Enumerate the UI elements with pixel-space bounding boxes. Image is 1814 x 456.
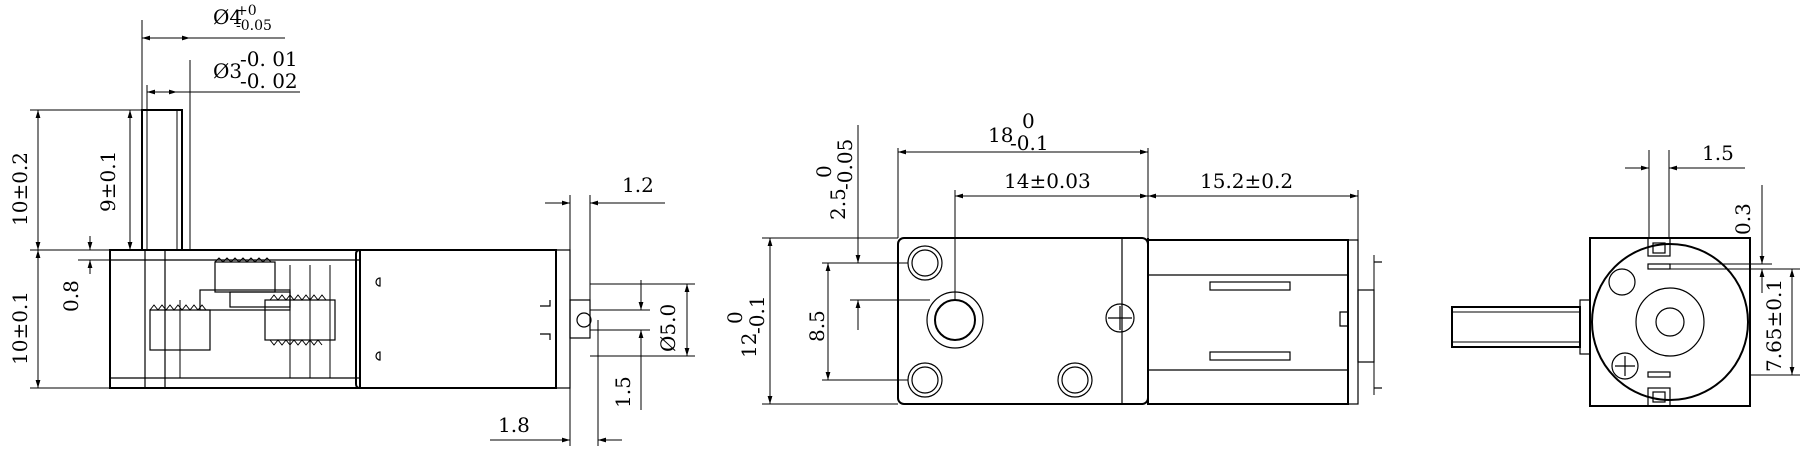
- end-body: [1589, 237, 1751, 407]
- height-lower: -0.1: [745, 295, 769, 334]
- shaft-height: 7.65±0.1: [1762, 279, 1786, 372]
- shaft-outer-dia-base: Ø4: [213, 5, 242, 29]
- motor-length: 15.2±0.2: [1200, 169, 1293, 193]
- output-shaft: [141, 109, 183, 251]
- flange-thickness: 0.8: [59, 280, 83, 312]
- hole-offset-base: 2.5: [826, 188, 850, 220]
- lower-height: 10±0.1: [8, 291, 32, 365]
- slot-depth: 0.3: [1731, 203, 1755, 235]
- screw: [1105, 303, 1135, 333]
- rear-length: 1.8: [498, 413, 530, 437]
- terminal-width: 1.5: [611, 376, 635, 408]
- terminal-dia: Ø5.0: [656, 304, 680, 352]
- top-slot: [1647, 237, 1671, 257]
- hole-offset-lower: -0.05: [833, 139, 857, 190]
- shaft-inner-dia-lower: -0. 02: [240, 69, 298, 93]
- gearbox-body: [109, 249, 361, 389]
- shaft-inner-dia-base: Ø3: [213, 59, 242, 83]
- mounting-hole-top: [907, 245, 943, 281]
- shaft-length: 9±0.1: [96, 151, 120, 212]
- width-base: 18: [988, 123, 1013, 147]
- shaft-inner-dia-upper: -0. 01: [240, 47, 298, 71]
- height-upper: 0: [723, 311, 747, 324]
- slot-width: 1.5: [1702, 141, 1734, 165]
- height-base: 12: [737, 333, 761, 358]
- upper-height: 10±0.2: [8, 152, 32, 226]
- mounting-hole-bottom: [907, 362, 943, 398]
- width-upper: 0: [1022, 109, 1035, 133]
- side-view: Ø4 +0 -0.05 Ø3 -0. 01 -0. 02 9±0.1 10±0.…: [8, 3, 695, 446]
- mounting-hole-right: [1057, 362, 1093, 398]
- end-screw: [1611, 352, 1639, 380]
- hole-spacing: 8.5: [805, 310, 829, 342]
- motor-side: [1147, 239, 1382, 405]
- motor-body: [355, 249, 592, 389]
- width-lower: -0.1: [1010, 131, 1049, 155]
- hole-offset-upper: 0: [812, 165, 836, 178]
- end-shaft: [1451, 306, 1581, 348]
- rear-offset: 1.2: [622, 173, 654, 197]
- shaft-position: 14±0.03: [1004, 169, 1091, 193]
- shaft-outer-dia-lower: -0.05: [236, 18, 272, 34]
- end-view: 1.5 0.3 7.65±0.1: [1451, 141, 1800, 407]
- front-view: 18 0 -0.1 14±0.03 15.2±0.2 2.5 0 -0.05 8…: [723, 109, 1382, 405]
- shaft-outer-dia-upper: +0: [236, 3, 257, 19]
